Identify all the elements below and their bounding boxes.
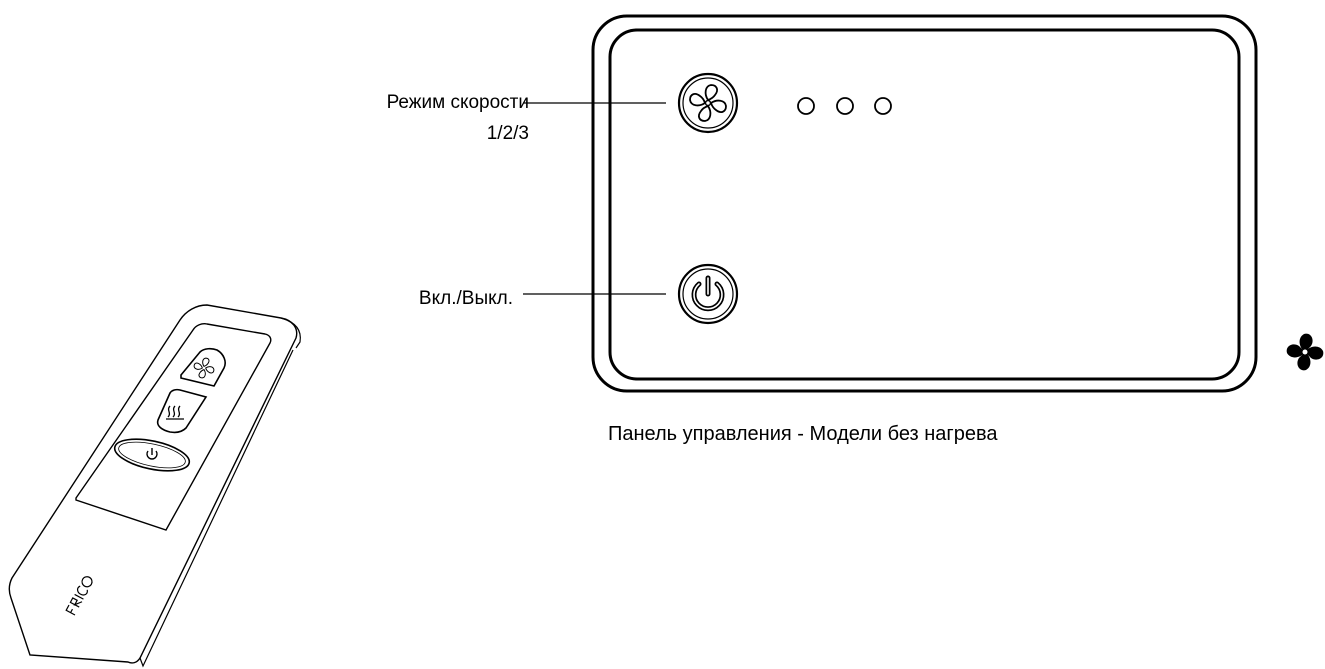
remote-power-icon — [147, 448, 157, 459]
power-icon — [694, 278, 722, 309]
control-panel — [593, 16, 1256, 391]
fan-icon — [690, 85, 726, 121]
remote-control — [9, 305, 300, 666]
remote-power-key[interactable] — [112, 433, 192, 476]
remote-fan-icon — [194, 358, 214, 378]
fan-solid-icon — [1287, 334, 1324, 371]
remote-heat-key[interactable] — [158, 390, 206, 433]
frico-logo — [66, 575, 94, 615]
remote-fan-key[interactable] — [181, 349, 225, 386]
speed-indicator-2 — [837, 98, 853, 114]
speed-indicators — [798, 98, 891, 114]
fan-speed-button[interactable] — [679, 74, 737, 132]
speed-indicator-3 — [875, 98, 891, 114]
power-button[interactable] — [679, 265, 737, 323]
speed-indicator-1 — [798, 98, 814, 114]
heat-icon — [166, 406, 184, 419]
